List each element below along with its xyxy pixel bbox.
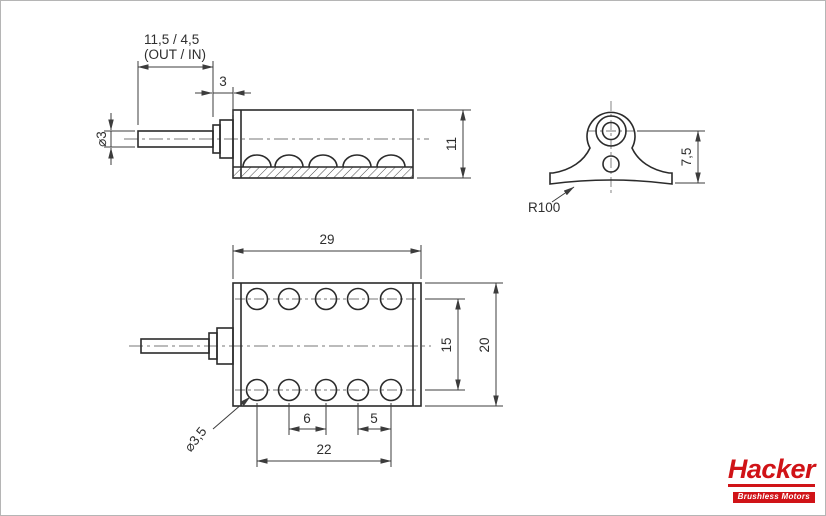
dim-mount-height (637, 130, 705, 184)
mount-hole (346, 378, 370, 402)
dim-body-height (417, 109, 471, 179)
mount-holes-bottom-row (245, 378, 403, 402)
dim-shaft-length-label: 11,5 / 4,5 (144, 32, 199, 47)
dim-body-width-label: 20 (477, 337, 492, 352)
mount-holes-top-row (245, 287, 403, 311)
front-view: 7,5 R100 (528, 101, 705, 215)
dim-hole-pitch-inner (288, 403, 327, 435)
motor-body-top (232, 282, 422, 407)
dim-shaft-diameter-label: ⌀3 (94, 131, 109, 147)
dim-collar-width-label: 3 (219, 74, 227, 89)
mount-hole (379, 378, 403, 402)
top-view: 29 15 20 6 (129, 232, 503, 467)
mount-hole (314, 287, 338, 311)
body-scallops (242, 154, 406, 168)
shaft-collar-top (216, 327, 234, 365)
dim-hole-span (256, 403, 392, 467)
dim-body-length (232, 245, 422, 279)
hacker-logo-brand: Hacker (727, 456, 816, 487)
bearing-boss-circle (595, 115, 627, 147)
mount-hole (277, 378, 301, 402)
body-hatched-band (232, 166, 414, 179)
dim-collar-width (195, 87, 251, 115)
mount-screw-hole (602, 155, 620, 173)
dim-shaft-length (137, 61, 214, 125)
dim-mount-height-label: 7,5 (679, 148, 694, 167)
dim-body-width (425, 282, 503, 407)
dim-shaft-diameter (104, 113, 135, 165)
dim-base-radius-leader (551, 186, 575, 203)
dim-hole-pitch-outer-label: 5 (370, 411, 378, 426)
mount-hole (277, 287, 301, 311)
hacker-logo-tagline: Brushless Motors (732, 492, 815, 503)
dim-hole-pitch-inner-label: 6 (303, 411, 311, 426)
mount-hole (245, 287, 269, 311)
dim-base-radius-label: R100 (528, 200, 560, 215)
mount-hole (346, 287, 370, 311)
dim-hole-diameter-label: ⌀3,5 (181, 424, 209, 454)
bearing-bore-circle (601, 121, 621, 141)
side-view: 11,5 / 4,5 (OUT / IN) 3 ⌀3 (94, 32, 471, 179)
dim-body-length-label: 29 (319, 232, 334, 247)
dim-shaft-length-note: (OUT / IN) (144, 47, 206, 62)
hacker-logo: Hacker Brushless Motors (727, 456, 816, 503)
mount-outline (549, 111, 673, 185)
mount-hole (314, 378, 338, 402)
dim-hole-pitch-outer (357, 403, 392, 467)
dim-hole-rows-spacing (425, 298, 465, 391)
dim-hole-diameter-leader (212, 396, 251, 430)
dim-body-height-label: 11 (444, 137, 459, 151)
dim-hole-span-label: 22 (316, 442, 331, 457)
mount-hole (379, 287, 403, 311)
mount-hole (245, 378, 269, 402)
dim-hole-rows-spacing-label: 15 (439, 337, 454, 352)
